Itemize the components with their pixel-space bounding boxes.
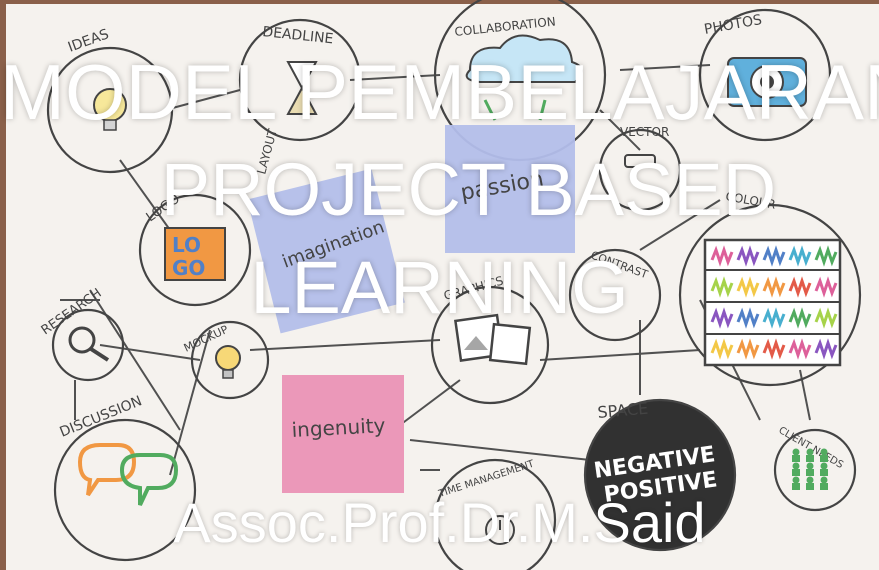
- colour-scribble: [710, 307, 734, 329]
- space-circle: [583, 398, 737, 552]
- colour-scribble: [736, 276, 760, 298]
- pen-tool-icon: [624, 154, 656, 168]
- colour-scribble: [736, 307, 760, 329]
- person-figure-body: [792, 455, 800, 462]
- colour-scribble: [710, 338, 734, 360]
- colour-scribble: [762, 307, 786, 329]
- vector-label: VECTOR: [620, 125, 669, 139]
- person-figure: [806, 462, 814, 470]
- person-figure: [806, 476, 814, 484]
- photos-circle: [698, 8, 832, 142]
- person-figure: [792, 462, 800, 470]
- author-name: Assoc.Prof.Dr.M.Said: [173, 491, 706, 554]
- vector-circle: [598, 128, 682, 212]
- person-figure-body: [792, 483, 800, 490]
- slide-title-line-2: PROJECT BASED: [160, 150, 777, 230]
- colour-scribble: [736, 245, 760, 267]
- colour-scribble: [814, 338, 838, 360]
- picture-frames-icon: [453, 313, 532, 366]
- colour-scribble: [788, 276, 812, 298]
- person-figure: [820, 462, 828, 470]
- person-figure-body: [806, 483, 814, 490]
- deadline-circle: [238, 18, 362, 142]
- discussion-circle: [53, 418, 197, 562]
- colour-scribble: [762, 338, 786, 360]
- colour-scribble: [788, 307, 812, 329]
- colour-scribble: [710, 245, 734, 267]
- colour-scribble: [762, 276, 786, 298]
- speech-bubbles-icon: [77, 443, 179, 506]
- colour-circle: [678, 203, 862, 387]
- people-icon: [792, 448, 828, 490]
- person-figure: [792, 476, 800, 484]
- slide-title-line-3: LEARNING: [250, 248, 629, 328]
- magnifier-icon: [68, 326, 110, 362]
- ideas-circle: [46, 46, 174, 174]
- cloud-icon: [465, 34, 583, 121]
- person-figure-body: [820, 483, 828, 490]
- logo-circle: [138, 193, 252, 307]
- mockup-circle: [190, 320, 270, 400]
- sticky-note-ingenuity: ingenuity: [282, 375, 404, 493]
- graphics-circle: [430, 285, 550, 405]
- person-figure-body: [806, 455, 814, 462]
- connector-lines: [60, 64, 811, 476]
- colour-scribble: [762, 245, 786, 267]
- sticky-note-imagination: imagination: [247, 168, 405, 334]
- hourglass-icon: [286, 61, 318, 115]
- person-figure-body: [820, 455, 828, 462]
- camera-icon: [727, 57, 807, 107]
- colour-scribble: [814, 307, 838, 329]
- slide-title-line-1: MODEL PEMBELAJARAN: [0, 52, 879, 132]
- person-figure-body: [820, 469, 828, 476]
- person-figure-body: [806, 469, 814, 476]
- contrast-circle: [568, 248, 662, 342]
- colour-scribble: [788, 245, 812, 267]
- colour-scribble: [736, 338, 760, 360]
- logo-tile: LO GO: [164, 227, 226, 281]
- mockup-bulb-icon: [215, 345, 241, 379]
- colour-scribble: [814, 276, 838, 298]
- person-figure-body: [792, 469, 800, 476]
- deadline-label: DEADLINE: [262, 24, 335, 47]
- space-label: SPACE: [597, 399, 649, 422]
- person-figure: [806, 448, 814, 456]
- research-circle: [51, 308, 125, 382]
- ingenuity-text: ingenuity: [291, 413, 386, 442]
- lightbulb-icon: [93, 88, 127, 131]
- person-figure: [792, 448, 800, 456]
- colour-swatch-grid: [703, 238, 842, 367]
- client-needs-circle: [773, 428, 857, 512]
- person-figure: [820, 476, 828, 484]
- logo-letters-bottom: GO: [172, 256, 205, 280]
- logo-letters-top: LO: [172, 233, 201, 257]
- colour-scribble: [710, 276, 734, 298]
- time-management-circle: [433, 458, 557, 570]
- colour-scribble: [788, 338, 812, 360]
- person-figure: [820, 448, 828, 456]
- sticky-note-passion: passion: [445, 125, 575, 253]
- clock-icon: [485, 515, 515, 545]
- colour-scribble: [814, 245, 838, 267]
